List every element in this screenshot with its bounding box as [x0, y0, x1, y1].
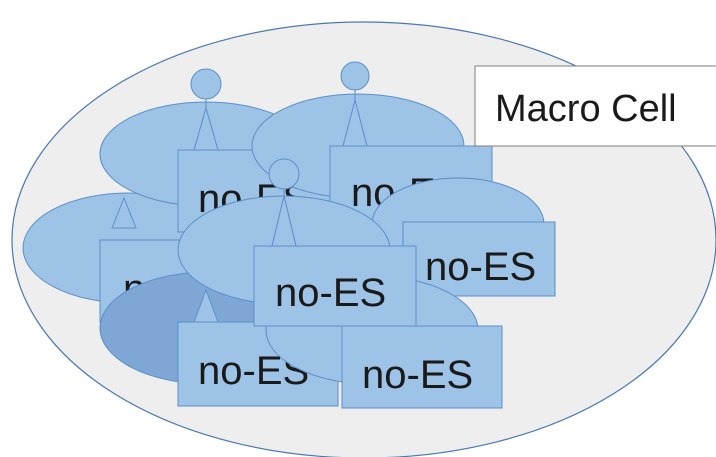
node-box [253, 245, 417, 327]
small-cell-g: no-ES [265, 275, 503, 409]
antenna-dish-icon [268, 158, 300, 190]
macro-label-rect [474, 65, 716, 147]
macro-cell-label-box: Macro Cell [474, 65, 716, 147]
antenna-tower-icon [111, 196, 137, 229]
node-box [341, 325, 503, 409]
macro-cell-label: Macro Cell [495, 88, 677, 130]
antenna-dish-icon [340, 61, 370, 91]
node-label: no-ES [425, 245, 536, 289]
small-cell-d: no-ES [177, 158, 417, 327]
antenna-dish-icon [190, 68, 222, 100]
small-cell-e: no-ES [371, 177, 556, 297]
node-label: no-ES [275, 271, 386, 315]
node-label: no-ES [362, 353, 473, 397]
